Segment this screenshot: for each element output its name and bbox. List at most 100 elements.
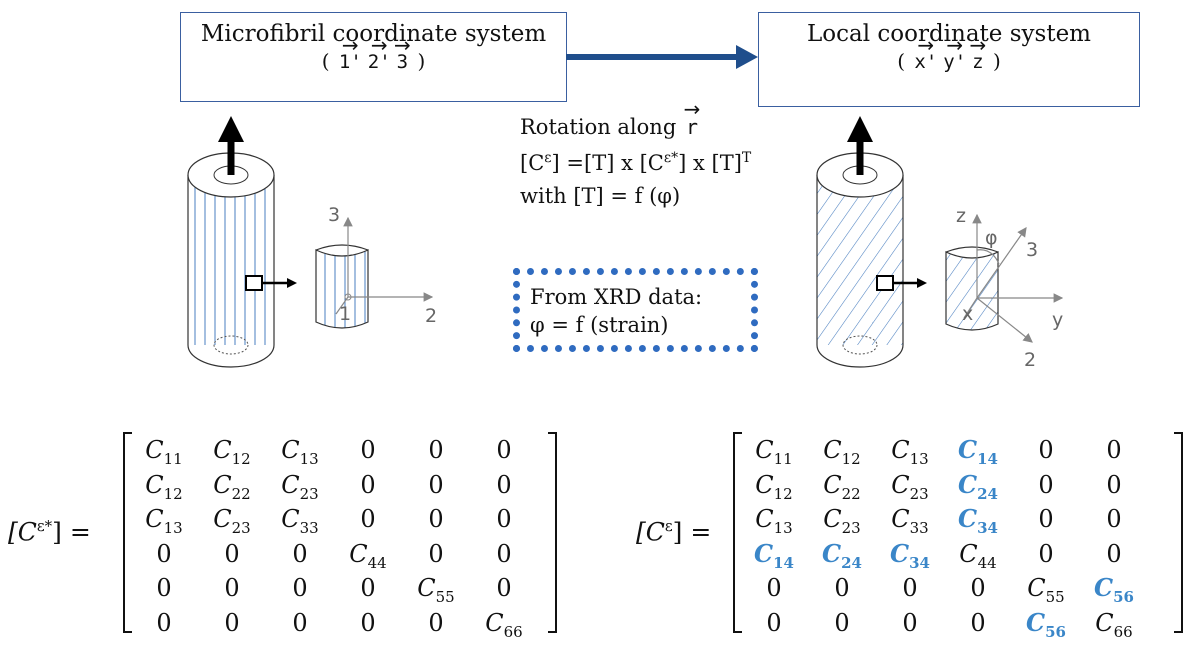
matrix-cell: 0: [1106, 505, 1122, 533]
lhs-sup: ε*: [36, 517, 53, 535]
microfibril-box-vectors: ( 1'2'3 ): [181, 49, 566, 73]
matrix-cell: 0: [292, 608, 308, 637]
matrix-cell: C66: [485, 608, 523, 641]
eq-sup-1: ε: [544, 150, 552, 166]
vector-2: 2': [365, 51, 394, 73]
eq-part-1: [C: [520, 151, 545, 175]
matrix-cell: 0: [1038, 470, 1054, 499]
matrix-cell: C13: [891, 436, 929, 468]
matrix-cell: C44: [349, 539, 387, 572]
matrix-cell: C23: [281, 470, 319, 503]
xrd-line-2: φ = f (strain): [530, 313, 669, 337]
matrix-cell: 0: [360, 505, 376, 533]
left-axis-1: 1: [339, 303, 351, 325]
matrix-cell: 0: [1038, 436, 1054, 464]
matrix-cell: C12: [213, 436, 251, 468]
matrix-cell: C12: [145, 470, 183, 503]
matrix-cell: C13: [145, 505, 183, 537]
matrix-cell: 0: [1106, 539, 1122, 568]
matrix-cell: C24: [822, 538, 862, 572]
rotation-label: Rotation along: [520, 115, 683, 139]
matrix-cell: 0: [360, 574, 376, 602]
matrix-left-brackets: [123, 432, 557, 633]
eq-sup-2: ε*: [663, 150, 679, 166]
lhs-c: [C: [8, 517, 37, 547]
matrix-left-lhs: [Cε*] =: [8, 517, 91, 546]
matrix-cell: 0: [156, 608, 172, 637]
matrix-cell: C12: [823, 436, 861, 468]
lhs-tail: ] =: [52, 517, 91, 547]
matrix-cell: C11: [145, 436, 183, 468]
eq-part-2: ] =[T] x [C: [551, 151, 664, 175]
left-cylinder: [187, 116, 297, 368]
right-cylinder: [816, 116, 927, 368]
matrix-cell: 0: [224, 608, 240, 637]
lhs-sup-right: ε: [664, 517, 673, 535]
rotation-vector: r: [683, 115, 701, 139]
matrix-cell: 0: [360, 470, 376, 499]
right-axis-z: z: [956, 205, 966, 227]
matrix-cell: 0: [902, 574, 918, 602]
local-box-vectors: ( x'y'z ): [759, 49, 1139, 73]
vector-3: 3: [394, 51, 411, 73]
matrix-cell: 0: [224, 574, 240, 602]
matrix-cell: C13: [281, 436, 319, 468]
local-coordinate-box: Local coordinate system ( x'y'z ): [758, 12, 1140, 107]
xrd-box: From XRD data: φ = f (strain): [513, 268, 758, 352]
left-axis-2: 2: [425, 305, 437, 327]
matrix-cell: 0: [292, 539, 308, 568]
eq-part-3: ] x [T]: [678, 151, 742, 175]
vector-x: x': [911, 51, 940, 73]
matrix-cell: C34: [890, 538, 930, 572]
matrix-cell: C56: [1026, 607, 1066, 641]
matrix-cell: 0: [496, 470, 512, 499]
matrix-cell: 0: [766, 608, 782, 637]
rotation-line-3: with [T] = f (φ): [520, 184, 681, 208]
xrd-line-1: From XRD data:: [530, 285, 703, 309]
matrix-cell: 0: [224, 539, 240, 568]
rotation-line-2: [Cε] =[T] x [Cε*] x [T]T: [520, 150, 751, 175]
matrix-cell: C14: [958, 435, 998, 468]
right-element: z φ 3 y x 2: [945, 205, 1063, 371]
left-axis-3: 3: [328, 204, 340, 226]
right-axis-2: 2: [1024, 349, 1036, 371]
lhs-tail-right: ] =: [672, 517, 712, 547]
matrix-cell: 0: [496, 574, 512, 602]
matrix-cell: 0: [428, 608, 444, 637]
matrix-cell: C22: [823, 470, 861, 503]
matrix-cell: 0: [496, 539, 512, 568]
microfibril-coordinate-box: Microfibril coordinate system ( 1'2'3 ): [180, 12, 567, 102]
matrix-cell: 0: [1038, 539, 1054, 568]
matrix-cell: 0: [496, 505, 512, 533]
right-axis-y: y: [1052, 309, 1063, 331]
matrix-cell: 0: [970, 574, 986, 602]
matrix-cell: 0: [360, 436, 376, 464]
matrix-cell: C24: [958, 469, 998, 503]
matrix-cell: C55: [417, 574, 455, 606]
matrix-cell: C44: [959, 539, 997, 572]
matrix-cell: 0: [428, 505, 444, 533]
matrix-cell: 0: [428, 436, 444, 464]
matrix-cell: C56: [1094, 573, 1134, 606]
matrix-cell: C33: [281, 505, 319, 537]
vector-1: 1': [336, 51, 365, 73]
matrix-cell: 0: [428, 470, 444, 499]
right-axis-x: x: [962, 303, 973, 325]
vector-y: y': [940, 51, 969, 73]
matrix-cell: 0: [1106, 436, 1122, 464]
matrix-cell: C66: [1095, 608, 1133, 641]
matrix-cell: C12: [755, 470, 793, 503]
matrix-cell: 0: [156, 539, 172, 568]
matrix-cell: 0: [1106, 470, 1122, 499]
eq-sup-3: T: [741, 150, 752, 166]
right-axis-phi: φ: [985, 227, 998, 249]
matrix-cell: C23: [891, 470, 929, 503]
matrix-cell: 0: [1038, 505, 1054, 533]
matrix-cell: C55: [1027, 574, 1065, 606]
matrix-cell: C23: [823, 505, 861, 537]
lhs-c-right: [C: [636, 517, 665, 547]
matrix-cell: 0: [834, 574, 850, 602]
matrix-cell: 0: [766, 574, 782, 602]
